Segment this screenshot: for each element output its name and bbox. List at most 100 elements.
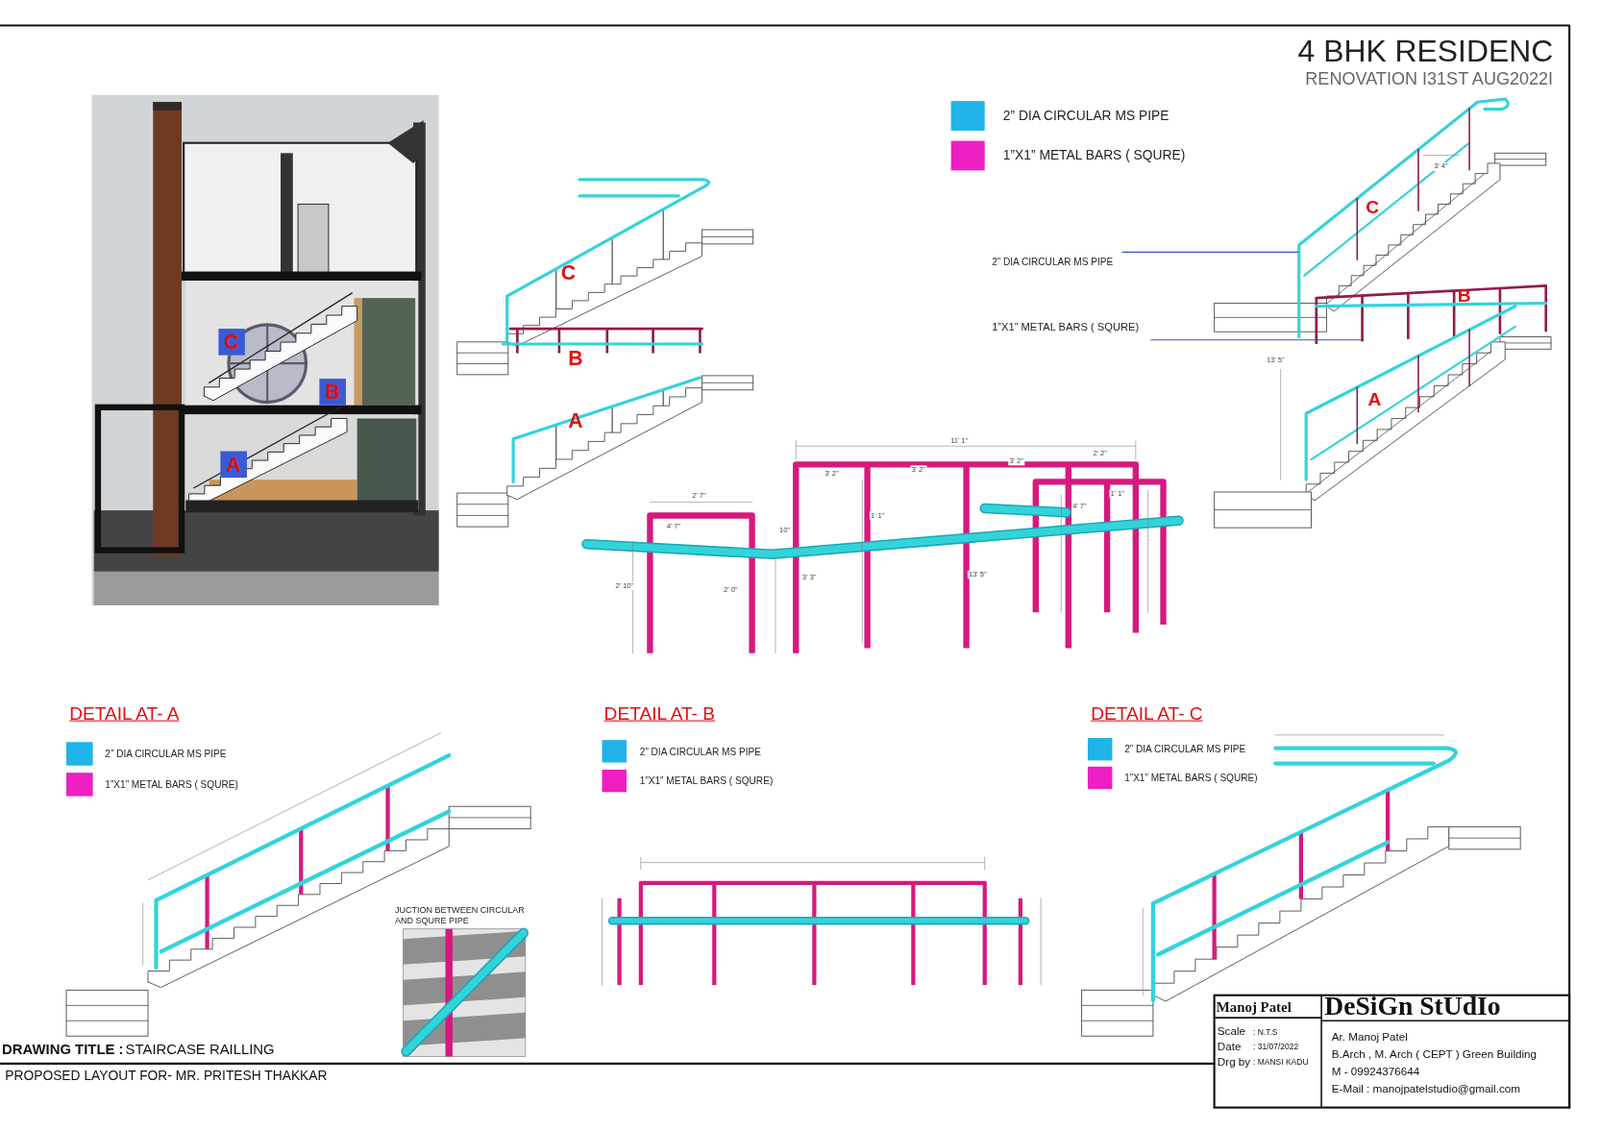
dimension-line [984, 857, 985, 870]
square-bar-frame [712, 883, 716, 985]
dimension-line [1142, 908, 1144, 995]
dimension-text: 3' 2" [910, 465, 927, 474]
handrail-pipe [984, 508, 1067, 513]
legend-swatch [1087, 738, 1112, 761]
landing-frame [1499, 288, 1502, 335]
callout-letter: B [567, 346, 583, 370]
callout-letter: DETAIL AT- A [69, 703, 179, 725]
baluster [1417, 149, 1420, 212]
dimension-line [142, 903, 144, 965]
landing-slab [1082, 989, 1154, 1036]
landing-slab [1495, 158, 1547, 160]
sheet-border [0, 25, 1570, 1108]
title-block [1214, 1016, 1322, 1019]
marker-box: C [218, 328, 246, 356]
baluster [555, 269, 557, 310]
baluster [1355, 387, 1358, 444]
square-bar-frame [1104, 481, 1110, 613]
dimension-text: 3' 2" [823, 469, 840, 479]
baluster [555, 424, 557, 460]
handrail-pipe [1153, 748, 1456, 1001]
landing-frame [1406, 293, 1410, 340]
junction-inset [402, 929, 525, 1058]
landing-frame [1544, 285, 1548, 332]
dimension-text: 2' 0" [722, 586, 739, 595]
stair-flight [1153, 826, 1450, 1002]
handrail-pipe [612, 918, 1026, 924]
landing-slab [457, 352, 509, 354]
dimension-text: 3' 4" [1432, 162, 1450, 172]
landing-slab [1500, 342, 1551, 344]
dimension-line [1423, 154, 1459, 156]
handrail-pipe [406, 933, 524, 1052]
sheet-note: M - 09924376644 [1331, 1065, 1421, 1079]
dimension-text: 10" [778, 526, 791, 536]
legend-swatch [601, 739, 626, 763]
landing-slab [1082, 1005, 1154, 1007]
legend-swatch [951, 100, 985, 131]
square-bar-frame [962, 464, 969, 648]
render-room [185, 280, 419, 406]
landing-slab [1214, 492, 1312, 528]
dimension-line [640, 861, 985, 863]
baluster [663, 390, 665, 407]
stair-flight [1290, 351, 1490, 505]
sheet-note: DeSiGn StUdIo [1324, 991, 1501, 1023]
marker-box: B [319, 378, 346, 406]
baluster [663, 209, 665, 260]
sheet-note: Date [1217, 1039, 1242, 1053]
baluster [611, 237, 613, 284]
dimension-text: 2' 7" [690, 492, 708, 501]
legend-text: 2” DIA CIRCULAR MS PIPE [104, 748, 226, 761]
landing-slab [66, 1005, 148, 1007]
sheet-border [0, 1062, 1215, 1065]
landing-frame [651, 328, 655, 353]
handrail-pipe [507, 179, 710, 341]
landing-slab [457, 342, 509, 375]
baluster [1468, 108, 1471, 171]
legend-swatch [601, 769, 626, 792]
render-room [183, 143, 417, 274]
stair-flight [507, 388, 703, 500]
handrail-pipe [406, 933, 524, 1052]
sheet-note: RENOVATION I31ST AUG2022I [1304, 69, 1553, 90]
dimension-line [795, 445, 1136, 447]
landing-frame [516, 328, 519, 353]
square-bar-frame [616, 898, 621, 985]
dimension-line [1147, 490, 1149, 613]
legend-text: 2” DIA CIRCULAR MS PIPE [1003, 108, 1170, 124]
render-frame [98, 407, 182, 551]
landing-slab [457, 492, 509, 527]
dimension-text: 2' 2" [1091, 448, 1108, 458]
handrail-pipe [587, 520, 1180, 555]
baluster [1417, 355, 1420, 412]
landing-slab [448, 806, 531, 829]
dimension-text: 3' 3" [801, 573, 818, 583]
dimension-line [649, 501, 752, 503]
landing-slab [448, 816, 531, 818]
baluster [1468, 329, 1471, 386]
marker-letter: C [223, 330, 239, 353]
dimension-text: 11' 1" [949, 437, 969, 446]
handrail-pipe [612, 916, 1026, 925]
handrail-pipe [984, 508, 1067, 513]
callout-letter: A [1367, 389, 1381, 411]
callout-letter: DETAIL AT- C [1090, 703, 1203, 725]
render-panel [362, 297, 416, 406]
square-bar-frame [1065, 464, 1072, 648]
handrail-pipe [1299, 98, 1509, 338]
render-slab [181, 271, 422, 282]
dimension-text: 1' 1" [1108, 490, 1126, 499]
landing-slab [1214, 317, 1328, 319]
handrail-pipe [1305, 306, 1516, 481]
title-block [1320, 995, 1323, 1108]
handrail-pipe [1275, 761, 1434, 765]
dimension-line [775, 556, 777, 654]
baluster [611, 406, 613, 433]
square-bar-frame [649, 515, 752, 653]
sheet-note: PROPOSED LAYOUT FOR- MR. PRITESH THAKKAR [4, 1069, 327, 1085]
square-bar-frame [910, 883, 915, 985]
callout-leader [1151, 339, 1363, 341]
render-floor [185, 500, 419, 514]
